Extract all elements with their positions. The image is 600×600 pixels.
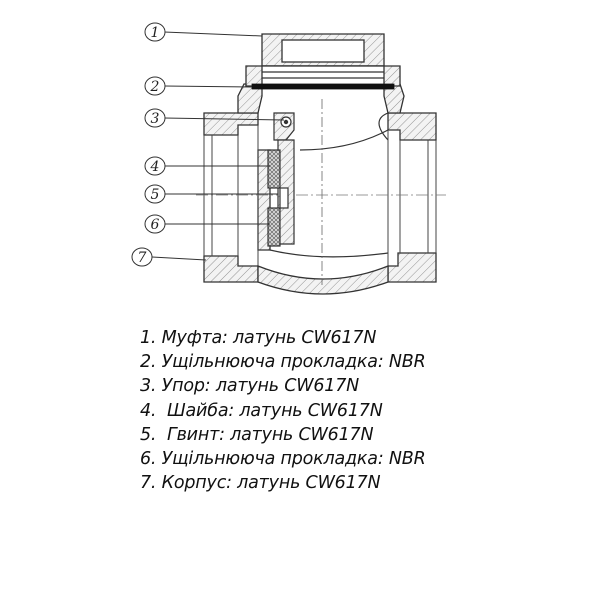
leader-lines [151, 31, 285, 261]
callout-2: 2 [150, 79, 160, 95]
callout-5: 5 [151, 187, 160, 203]
callout-1-bubble [144, 22, 166, 42]
callout-bubbles [131, 22, 166, 267]
threads [203, 125, 437, 266]
callout-3-bubble [144, 108, 166, 128]
callout-5-bubble [144, 184, 166, 204]
flow-channel [269, 99, 389, 285]
callout-7-bubble [131, 247, 153, 267]
valve-body [203, 83, 437, 295]
parts-list-item-4: 4. Шайба: латунь CW617N [140, 400, 383, 421]
parts-list-item-3: 3. Упор: латунь CW617N [140, 376, 360, 397]
callout-1: 1 [151, 25, 160, 41]
callout-2-bubble [144, 76, 166, 96]
parts-list-item-5: 5. Гвинт: латунь CW617N [140, 424, 374, 445]
sealing-gasket-top [251, 83, 395, 90]
callout-6: 6 [151, 217, 160, 233]
callout-7: 7 [138, 250, 147, 266]
callout-4-bubble [144, 156, 166, 176]
flapper-assembly [267, 112, 295, 247]
callout-6-bubble [144, 214, 166, 234]
callout-3: 3 [151, 111, 160, 127]
parts-list-item-2: 2. Ущільнююча прокладка: NBR [140, 352, 426, 373]
callout-4: 4 [150, 159, 160, 175]
parts-list: 1. Муфта: латунь CW617N 2. Ущільнююча пр… [140, 326, 426, 495]
parts-list-item-7: 7. Корпус: латунь CW617N [140, 473, 381, 494]
cap-nut [245, 33, 401, 87]
callout-numbers: 1 2 3 4 5 6 7 [138, 25, 160, 266]
parts-list-item-1: 1. Муфта: латунь CW617N [140, 328, 377, 348]
parts-list-item-6: 6. Ущільнююча прокладка: NBR [140, 449, 426, 470]
